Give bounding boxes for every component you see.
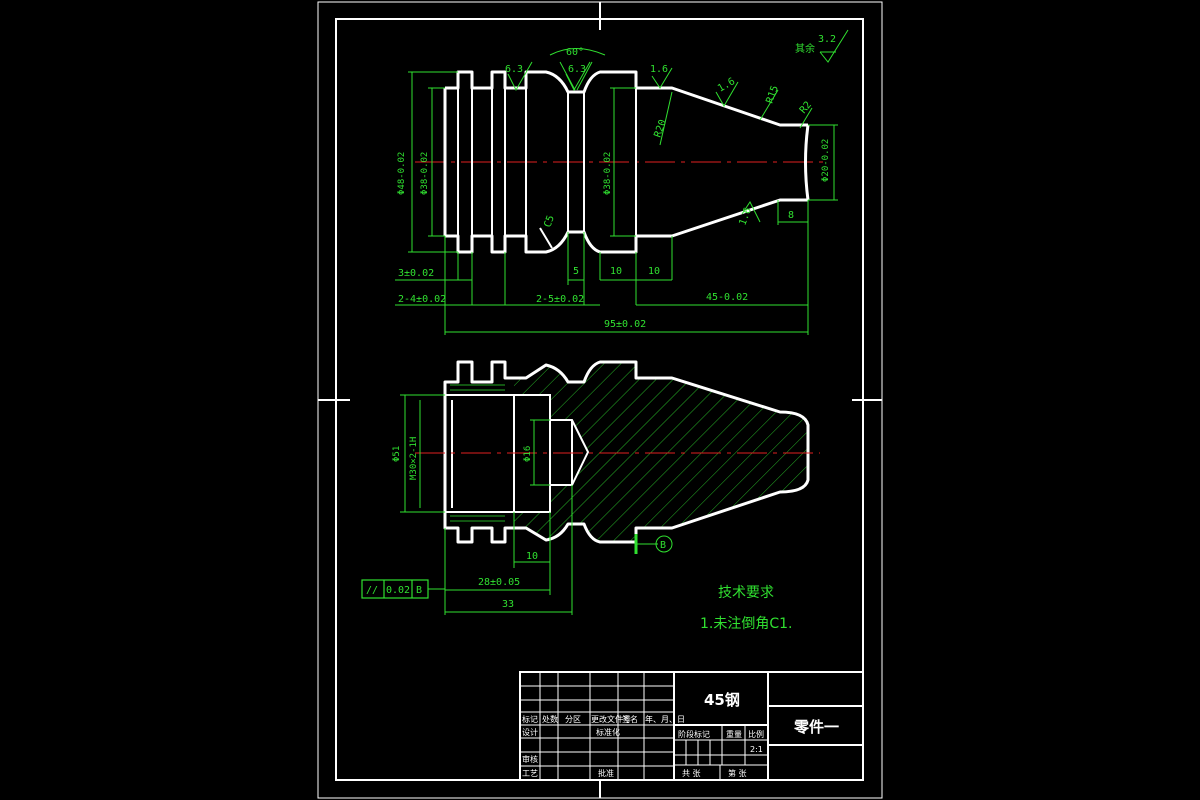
- dia-38-left: Φ38-0.02: [420, 152, 430, 195]
- dia-48: Φ48-0.02: [397, 152, 407, 195]
- tolerance-frame: // 0.02 B: [361, 579, 445, 599]
- roughness-others-value: 3.2: [818, 34, 836, 45]
- radius-r2: R2: [798, 100, 814, 116]
- tb-approve: 批准: [598, 768, 614, 778]
- tb-design: 设计: [522, 727, 538, 737]
- dim-section-10: 10: [526, 551, 538, 562]
- dim-8: 8: [788, 210, 794, 221]
- dim-section-28: 28±0.05: [478, 577, 520, 588]
- tb-header-6: 年、月、日: [645, 714, 685, 724]
- tech-title: 技术要求: [718, 585, 774, 601]
- tech-requirements: 技术要求 1.未注倒角C1.: [700, 585, 793, 632]
- tb-header-3: 分区: [565, 715, 581, 724]
- material-label: 45钢: [704, 691, 740, 709]
- roughness-1-6-b: 1.6: [716, 76, 737, 95]
- dim-45: 45-0.02: [706, 292, 748, 303]
- tb-header-5: 签名: [622, 714, 638, 724]
- dim-10-a: 10: [610, 266, 622, 277]
- top-outline-lower: [445, 198, 808, 254]
- tb-sheets-total: 共 张: [682, 769, 701, 778]
- tb-scale: 2:1: [750, 745, 763, 754]
- dim-section-33: 33: [502, 599, 514, 610]
- dia-20: Φ20-0.02: [821, 139, 831, 182]
- tb-process: 工艺: [522, 769, 538, 778]
- tb-standardize: 标准化: [596, 727, 620, 737]
- roughness-6-3-b: 6.3: [568, 64, 586, 75]
- dia-51: Φ51: [392, 446, 402, 462]
- tb-sheet-no: 第 张: [728, 768, 747, 778]
- title-block: 45钢 零件一 标记 处数 分区 更改文件号 签名 年、月、日 设计 标准化 审…: [519, 671, 864, 781]
- tb-ratio: 比例: [748, 729, 764, 739]
- tb-review: 审核: [522, 754, 538, 764]
- dim-5: 5: [573, 266, 579, 277]
- radius-r20: R20: [652, 118, 669, 139]
- thread-m30: M30×2-1H: [409, 437, 419, 480]
- tb-header-4: 更改文件号: [591, 714, 631, 724]
- centering-marks: [318, 2, 882, 798]
- roughness-6-3-a: 6.3: [505, 64, 523, 75]
- tb-header-2: 处数: [542, 714, 558, 724]
- section-outline: [443, 360, 810, 544]
- chamfer-c5: C5: [542, 214, 556, 229]
- tb-stage-mark: 阶段标记: [678, 729, 710, 739]
- tolerance-datum: B: [416, 585, 422, 596]
- top-outline-upper: [445, 70, 808, 127]
- roughness-others-label: 其余: [795, 42, 815, 55]
- section-view: Φ51 M30×2-1H Φ16 10 28±0.05 33 B // 0.02…: [361, 360, 820, 615]
- tech-item-1: 1.未注倒角C1.: [700, 616, 793, 632]
- dim-2x4: 2-4±0.02: [398, 294, 446, 305]
- part-name: 零件一: [793, 718, 839, 736]
- top-view: Φ48-0.02 Φ38-0.02 Φ38-0.02 Φ20-0.02 6.3 …: [395, 29, 849, 335]
- dia-38-mid: Φ38-0.02: [603, 152, 613, 195]
- dim-10-b: 10: [648, 266, 660, 277]
- tolerance-symbol: //: [366, 585, 378, 596]
- tolerance-value: 0.02: [386, 585, 410, 596]
- tb-weight: 重量: [726, 729, 742, 739]
- dim-2x5: 2-5±0.02: [536, 294, 584, 305]
- tb-header-1: 标记: [522, 714, 538, 724]
- dim-95: 95±0.02: [604, 319, 646, 330]
- dia-16: Φ16: [523, 446, 533, 462]
- datum-b-label: B: [660, 540, 666, 551]
- angle-60: 60°: [566, 47, 584, 58]
- radius-r15: R15: [764, 84, 781, 105]
- dim-3: 3±0.02: [398, 268, 434, 279]
- section-hatch: [514, 362, 808, 542]
- roughness-1-6-c: 1.6: [737, 206, 754, 227]
- roughness-1-6-a: 1.6: [650, 64, 668, 75]
